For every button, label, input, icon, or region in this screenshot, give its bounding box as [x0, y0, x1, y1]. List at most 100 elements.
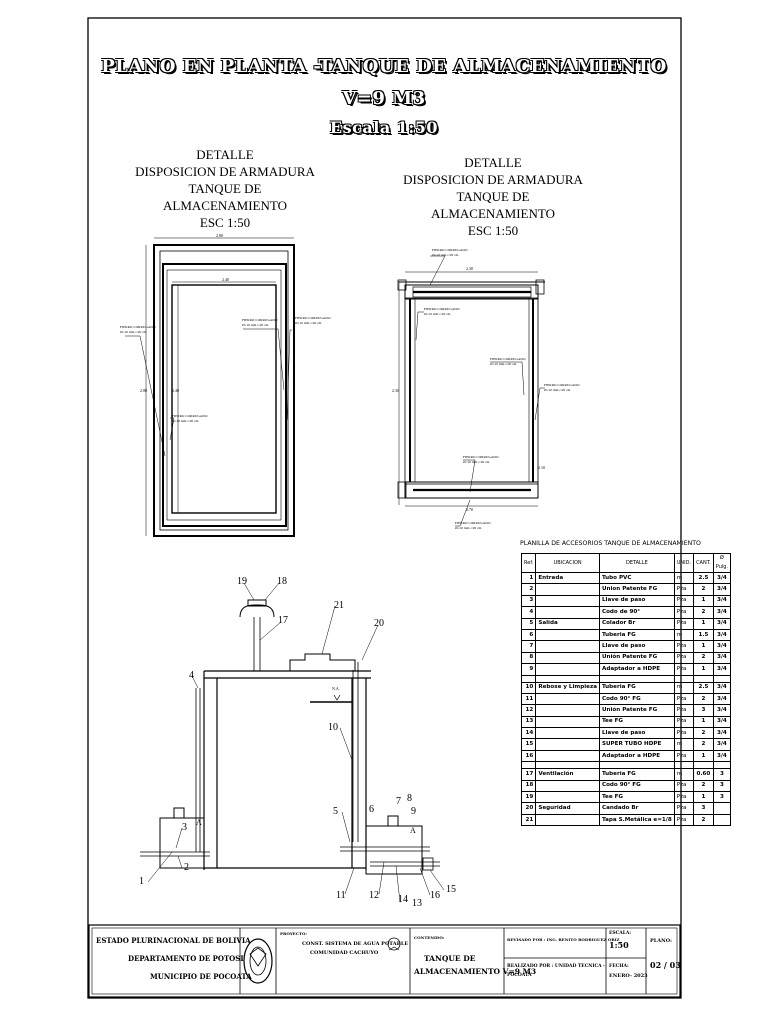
- table-cell: [535, 749, 600, 763]
- left-detail-scale: ESC 1:50: [199, 215, 251, 230]
- left-detail-line3: ALMACENAMIENTO: [163, 198, 287, 213]
- table-cell: 2: [693, 813, 714, 827]
- tb-date-label: FECHA:: [609, 964, 629, 969]
- callout-11: 11: [336, 890, 346, 901]
- section-marker: A: [410, 826, 416, 835]
- table-cell: Tapa S.Metálica e=1/8: [598, 813, 675, 827]
- tb-made-by: REALIZADO POR : UNIDAD TECNICA -: [507, 964, 606, 969]
- table-cell: 2.5: [693, 571, 714, 585]
- table-cell: Tee FG: [598, 791, 675, 804]
- left-dim-side: 2.80: [140, 388, 147, 393]
- table-cell: [535, 791, 600, 804]
- col-header: CANT.: [693, 553, 714, 573]
- table-cell: m: [673, 628, 695, 642]
- table-cell: Codo de 90°: [598, 606, 675, 619]
- table-cell: 19: [520, 791, 537, 804]
- callout-14: 14: [398, 894, 408, 905]
- table-cell: m: [673, 571, 695, 585]
- right-detail-line2: DISPOSICION DE ARMADURA TANQUE DE: [403, 172, 583, 204]
- table-cell: [535, 813, 600, 827]
- table-cell: Pza: [673, 813, 695, 827]
- tb-scale-label: ESCALA:: [609, 931, 632, 936]
- table-cell: [535, 692, 600, 706]
- accessories-group-separator: [520, 761, 732, 770]
- table-cell: 2.5: [693, 681, 714, 694]
- table-cell: [535, 663, 600, 676]
- table-cell: [535, 628, 600, 642]
- right-dim-side-inner: 2.10: [538, 465, 545, 470]
- callout-1: 1: [139, 876, 144, 887]
- main-title-volume: V=9 M3: [342, 88, 426, 109]
- right-detail-line3: ALMACENAMIENTO: [431, 206, 555, 221]
- table-cell: Pza: [673, 583, 695, 596]
- table-cell: 3/4: [712, 738, 732, 751]
- tb-project-label: PROYECTO:: [280, 931, 307, 936]
- table-cell: [712, 802, 732, 815]
- water-level-label: N.A.: [332, 686, 340, 691]
- table-cell: 3: [693, 704, 714, 717]
- table-cell: Codo 90° FG: [598, 779, 675, 793]
- table-cell: 2: [693, 583, 714, 596]
- table-cell: 11: [520, 692, 537, 706]
- table-cell: [535, 779, 600, 793]
- table-cell: 3/4: [712, 640, 732, 653]
- table-cell: m: [673, 681, 695, 694]
- tb-contents-2: ALMACENAMIENTO V=9 M3: [414, 967, 537, 976]
- table-cell: Candado Br: [598, 802, 675, 815]
- sheet-border: [87, 17, 682, 999]
- callout-7: 7: [396, 796, 401, 807]
- tb-made-by-2: POCOATA: [507, 973, 532, 978]
- table-cell: 1: [693, 715, 714, 729]
- table-cell: Pza: [673, 692, 695, 706]
- table-cell: 2: [693, 738, 714, 751]
- table-cell: Pza: [673, 791, 695, 804]
- accessories-title: PLANILLA DE ACCESORIOS TANQUE DE ALMACEN…: [520, 540, 701, 547]
- table-cell: 16: [520, 749, 537, 763]
- table-cell: 14: [520, 727, 537, 740]
- callout-12: 12: [369, 890, 379, 901]
- table-cell: 1: [520, 571, 537, 585]
- table-cell: [535, 651, 600, 665]
- table-cell: 3/4: [712, 628, 732, 642]
- main-scale: Escala 1:50: [329, 118, 439, 137]
- table-cell: 6: [520, 628, 537, 642]
- tb-sheet-value: 02 / 03: [650, 960, 681, 970]
- table-cell: 3/4: [712, 663, 732, 676]
- table-cell: Unión Patente FG: [598, 704, 675, 717]
- table-cell: Codo 90° FG: [598, 692, 675, 706]
- table-cell: 1: [693, 791, 714, 804]
- table-cell: Union Patente FG: [598, 583, 675, 596]
- tb-project-2: COMUNIDAD CACHUYO: [310, 950, 379, 956]
- table-cell: 3: [712, 791, 732, 804]
- table-cell: [535, 594, 600, 608]
- tb-contents-label: CONTENIDO:: [414, 935, 445, 940]
- left-plan-detail: [125, 237, 295, 537]
- callout-10: 10: [328, 722, 338, 733]
- table-cell: 3/4: [712, 727, 732, 740]
- table-cell: 3/4: [712, 583, 732, 596]
- table-cell: 3/4: [712, 571, 732, 585]
- table-cell: Tubo PVC: [598, 571, 675, 585]
- tb-entity-1: ESTADO PLURINACIONAL DE BOLIVIA: [96, 936, 251, 945]
- callout-8: 8: [407, 793, 412, 804]
- col-header: Ø Pulg.: [712, 553, 732, 573]
- left-dim-side-inner: 2.40: [172, 388, 179, 393]
- table-cell: Llave de paso: [598, 727, 675, 740]
- tb-project-1: CONST. SISTEMA DE AGUA POTABLE: [302, 941, 409, 947]
- table-cell: 2: [693, 606, 714, 619]
- table-cell: 1: [693, 663, 714, 676]
- table-cell: 2: [693, 692, 714, 706]
- title-block: [88, 924, 681, 998]
